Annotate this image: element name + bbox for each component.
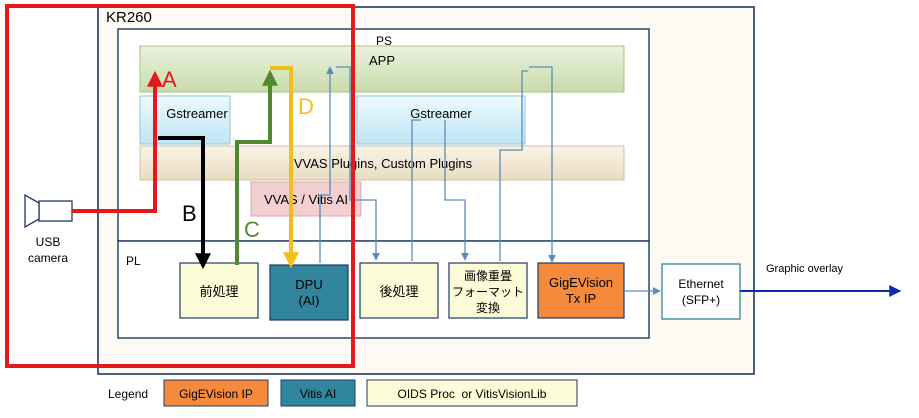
ethernet-label-1: Ethernet bbox=[678, 277, 724, 291]
postproc-label: 後処理 bbox=[379, 284, 418, 299]
board-title: KR260 bbox=[106, 9, 152, 26]
path-a-label: A bbox=[162, 67, 177, 92]
ethernet-block bbox=[661, 263, 741, 320]
legend-gige-swatch bbox=[163, 379, 269, 407]
dpu-label-2: (AI) bbox=[299, 293, 320, 308]
gstreamer-left-label: Gstreamer bbox=[166, 106, 228, 121]
usb-camera-label-1: USB bbox=[36, 235, 61, 249]
gigevision-tx-block bbox=[537, 262, 625, 319]
gstreamer-right bbox=[356, 95, 526, 145]
highlight-box bbox=[5, 4, 355, 368]
path-a-arrow bbox=[72, 70, 163, 213]
legend-oids-label: OIDS Proc or VitisVisionLib bbox=[398, 387, 547, 401]
ps-label: PS bbox=[376, 34, 392, 48]
legend-title: Legend bbox=[108, 387, 148, 401]
legend-oids-swatch bbox=[366, 379, 578, 407]
overlay-label-3: 変換 bbox=[476, 300, 500, 315]
preproc-label: 前処理 bbox=[199, 284, 238, 299]
path-d-arrow bbox=[270, 66, 299, 269]
overlay-label-1: 画像重畳 bbox=[464, 269, 512, 283]
legend-vitis-swatch bbox=[280, 379, 356, 407]
legend-gige-label: GigEVision IP bbox=[179, 387, 253, 401]
graphic-overlay-label: Graphic overlay bbox=[766, 263, 844, 275]
ethernet-label-2: (SFP+) bbox=[682, 293, 720, 307]
blue-connectors bbox=[319, 66, 661, 295]
legend-vitis-label: Vitis AI bbox=[300, 387, 336, 401]
vvas-plugins-layer bbox=[139, 145, 625, 181]
app-label: APP bbox=[369, 53, 395, 68]
gstreamer-right-label: Gstreamer bbox=[410, 106, 472, 121]
dpu-block bbox=[269, 264, 349, 321]
postproc-block bbox=[359, 262, 439, 319]
pl-label: PL bbox=[126, 254, 141, 268]
overlay-block bbox=[448, 262, 528, 319]
vvas-plugins-label: VVAS Plugins, Custom Plugins bbox=[294, 156, 473, 171]
gigevision-label-1: GigEVision bbox=[549, 275, 613, 290]
gigevision-label-2: Tx IP bbox=[566, 291, 596, 306]
path-d-label: D bbox=[298, 94, 314, 119]
path-c-label: C bbox=[244, 217, 260, 242]
overlay-label-2: フォーマット bbox=[452, 285, 524, 299]
dpu-label-1: DPU bbox=[295, 277, 322, 292]
usb-camera-icon bbox=[24, 193, 73, 229]
path-b-arrow bbox=[158, 136, 211, 270]
app-layer bbox=[139, 45, 625, 93]
path-c-arrow bbox=[235, 69, 278, 265]
preproc-block bbox=[179, 262, 259, 319]
vvas-vitis-label: VVAS / Vitis AI bbox=[264, 192, 348, 207]
path-b-label: B bbox=[182, 201, 197, 226]
legend: Legend GigEVision IP Vitis AI OIDS Proc … bbox=[108, 379, 578, 407]
usb-camera-label-2: camera bbox=[28, 251, 68, 265]
vvas-vitis-box bbox=[250, 181, 362, 217]
